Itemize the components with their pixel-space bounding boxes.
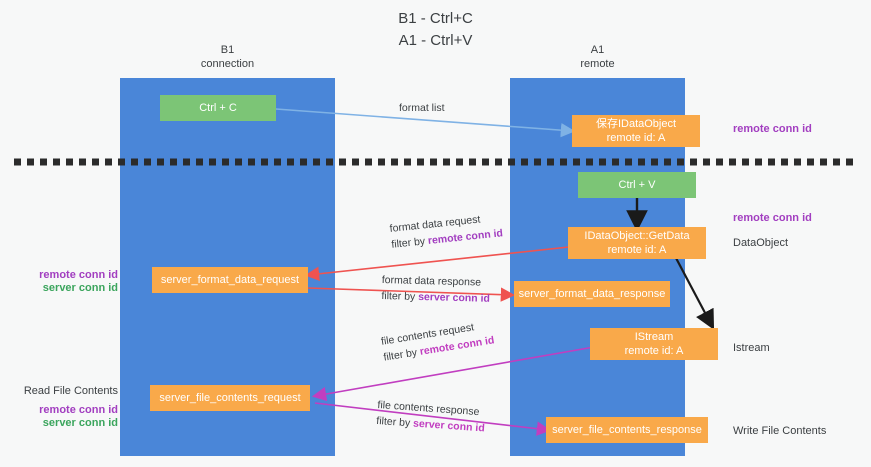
edge-label-file-contents-request-filter-prefix: filter by (382, 345, 421, 364)
node-istream[interactable]: IStream remote id: A (590, 328, 718, 360)
edge-label-file-contents-request: file contents request filter by remote c… (380, 317, 496, 366)
node-server-file-contents-request[interactable]: server_file_contents_request (150, 385, 310, 411)
node-server-format-data-response[interactable]: server_format_data_response (514, 281, 670, 307)
node-server-file-contents-response[interactable]: server_file_contents_response (546, 417, 708, 443)
annotation-remote-conn-id-top: remote conn id (733, 123, 812, 135)
annotation-dataobject: DataObject (733, 237, 789, 249)
node-server-format-data-request[interactable]: server_format_data_request (152, 267, 308, 293)
edge-label-format-list: format list (399, 102, 445, 114)
edge-label-format-data-response: format data response filter by server co… (381, 273, 490, 307)
lane-header-a1: A1 remote (580, 44, 615, 70)
annotation-remote-conn-id-mid: remote conn id (733, 212, 812, 224)
edge-label-format-data-response-filter-key: server conn id (418, 290, 491, 305)
annotation-write-file-contents: Write File Contents (733, 425, 827, 437)
edge-label-format-data-response-text: format data response (381, 273, 482, 289)
annotation-left-server-conn-id: server conn id (42, 282, 118, 294)
edge-label-format-data-request-filter-key: remote conn id (427, 226, 504, 247)
annotation-istream: Istream (733, 342, 770, 354)
annotation-left-remote-conn-id: remote conn id (39, 269, 118, 281)
diagram-title: B1 - Ctrl+C A1 - Ctrl+V (398, 10, 473, 49)
node-ctrl-c[interactable]: Ctrl + C (160, 95, 276, 121)
edge-label-format-data-response-filter-prefix: filter by (381, 289, 419, 303)
edge-label-file-contents-response-filter-prefix: filter by (375, 414, 414, 430)
edge-label-format-data-request: format data request filter by remote con… (389, 210, 504, 253)
annotation-left-server-conn-id-2: server conn id (42, 417, 118, 429)
edge-label-file-contents-response-filter-key: server conn id (412, 417, 486, 435)
lane-header-b1: B1 connection (200, 44, 255, 70)
edge-label-file-contents-response: file contents response filter by server … (376, 398, 486, 437)
node-idataobject-getdata[interactable]: IDataObject::GetData remote id: A (568, 227, 706, 259)
node-save-idataobject[interactable]: 保存IDataObject remote id: A (572, 115, 700, 147)
annotation-read-file-contents: Read File Contents (23, 385, 118, 397)
annotation-left-remote-conn-id-2: remote conn id (39, 404, 118, 416)
node-ctrl-v[interactable]: Ctrl + V (578, 172, 696, 198)
edge-label-format-data-request-filter-prefix: filter by (390, 234, 429, 251)
